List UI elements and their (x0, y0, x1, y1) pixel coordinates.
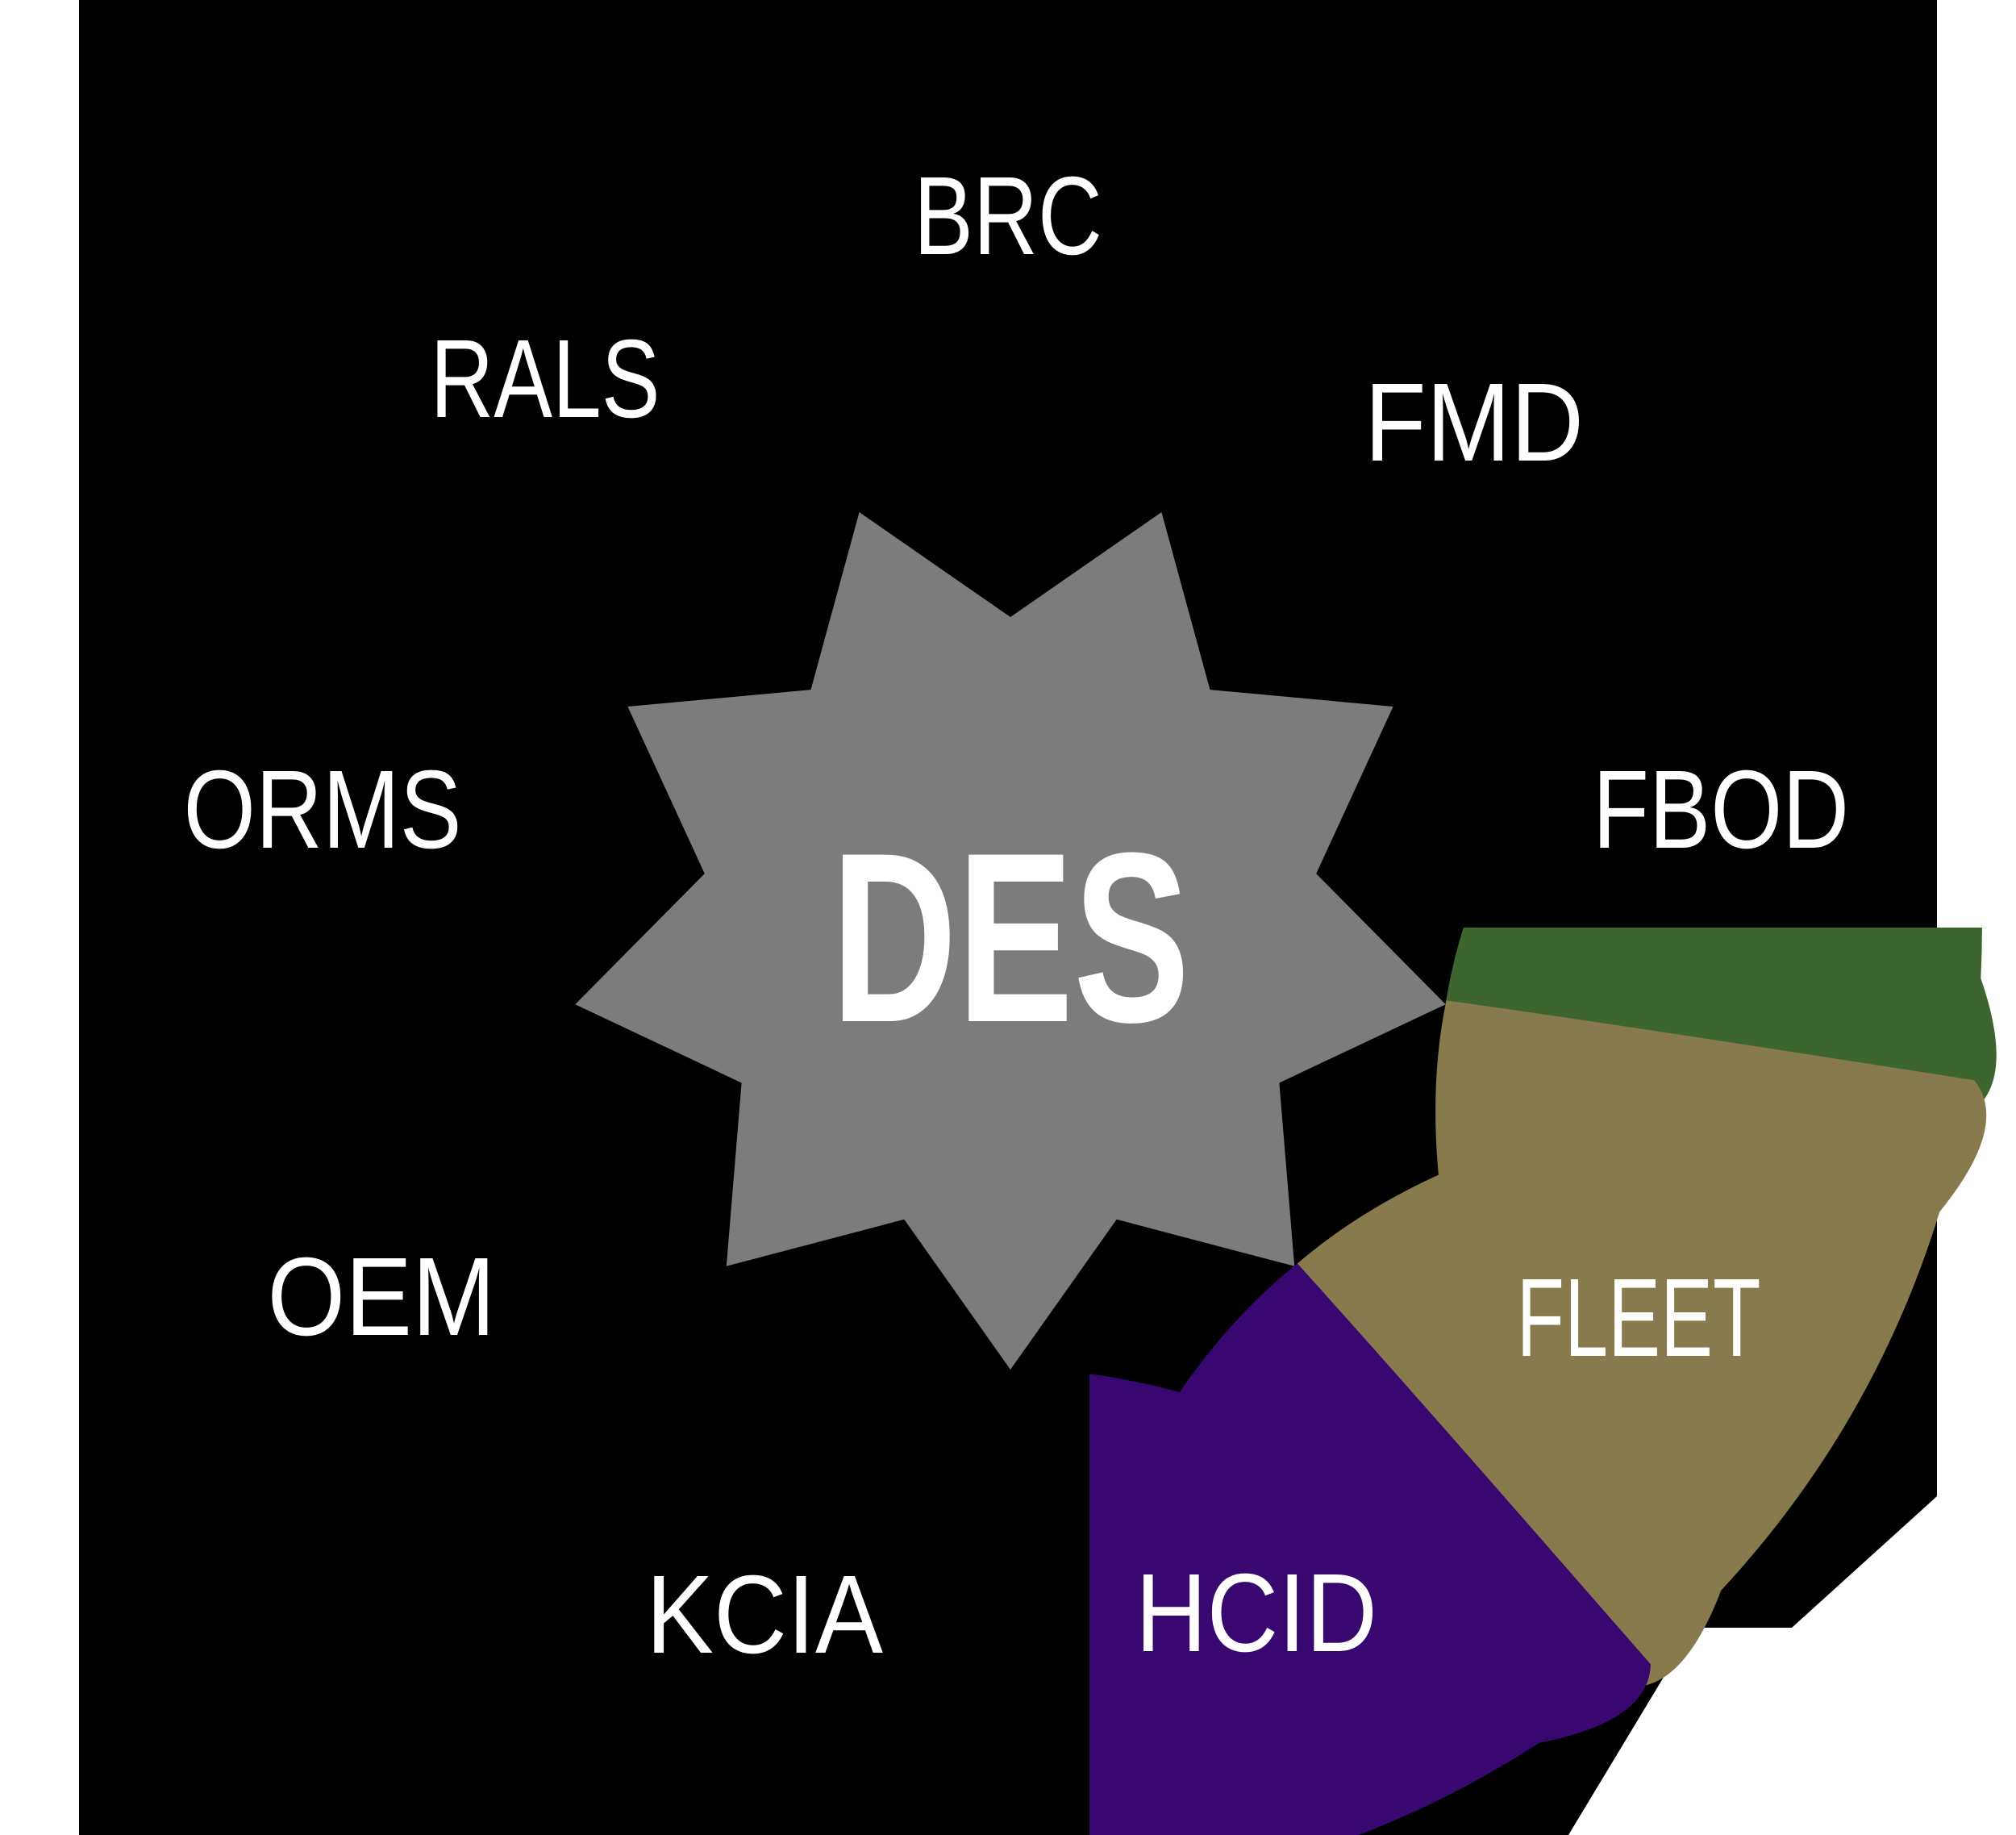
petal-label-orms: ORMS (184, 748, 462, 872)
petal-label-fmd: FMD (1364, 361, 1584, 485)
petal-hcid (1089, 1263, 1651, 1835)
petal-label-fbod: FBOD (1593, 748, 1849, 872)
petal-label-brc: BRC (914, 154, 1102, 278)
petal-label-kcia: KCIA (646, 1553, 883, 1677)
petal-label-fleet: FLEET (1517, 1256, 1761, 1380)
des-center-star (575, 512, 1446, 1370)
petal-fbod (1391, 928, 1997, 1114)
center-label: DES (831, 802, 1190, 1073)
petal-label-oem: OEM (268, 1235, 496, 1359)
petal-label-hcid: HCID (1135, 1551, 1377, 1675)
petal-fleet (1291, 1000, 1987, 1687)
petal-label-rals: RALS (431, 317, 660, 441)
